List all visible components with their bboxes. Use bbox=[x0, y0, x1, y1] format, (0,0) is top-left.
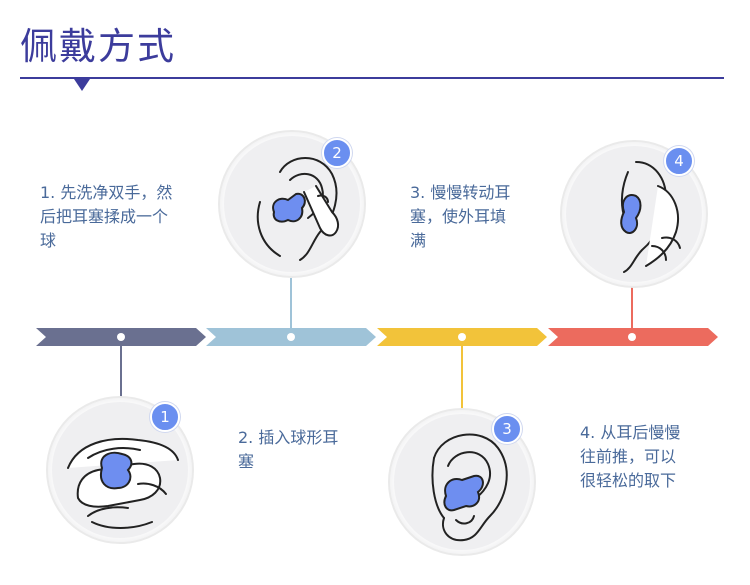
step-2-text: 2. 插入球形耳 塞 bbox=[238, 428, 339, 471]
ear-inserting-earplug-icon bbox=[256, 157, 340, 261]
timeline-dot-1 bbox=[117, 333, 125, 341]
page-title: 佩戴方式 bbox=[20, 25, 176, 68]
step-1-text: 1. 先洗净双手，然 后把耳塞揉成一个 球 bbox=[40, 183, 173, 250]
timeline-dot-2 bbox=[287, 333, 295, 341]
step-2-illustration bbox=[220, 132, 364, 276]
step-4-text: 4. 从耳后慢慢 往前推，可以 很轻松的取下 bbox=[580, 423, 681, 490]
step-3-text: 3. 慢慢转动耳 塞，使外耳填 满 bbox=[410, 183, 511, 250]
timeline-dot-3 bbox=[458, 333, 466, 341]
title-caret-icon bbox=[74, 79, 90, 91]
timeline-dot-4 bbox=[628, 333, 636, 341]
ear-with-earplug-icon bbox=[431, 433, 508, 542]
step-3-badge: 3 bbox=[492, 414, 522, 444]
step-2-badge: 2 bbox=[322, 138, 352, 168]
step-4-badge: 4 bbox=[664, 146, 694, 176]
step-1-badge: 1 bbox=[150, 402, 180, 432]
ear-removing-earplug-icon bbox=[620, 161, 681, 273]
title-underline bbox=[20, 77, 724, 79]
hand-rolling-earplug-icon bbox=[67, 437, 179, 529]
step-4-illustration bbox=[562, 142, 706, 286]
